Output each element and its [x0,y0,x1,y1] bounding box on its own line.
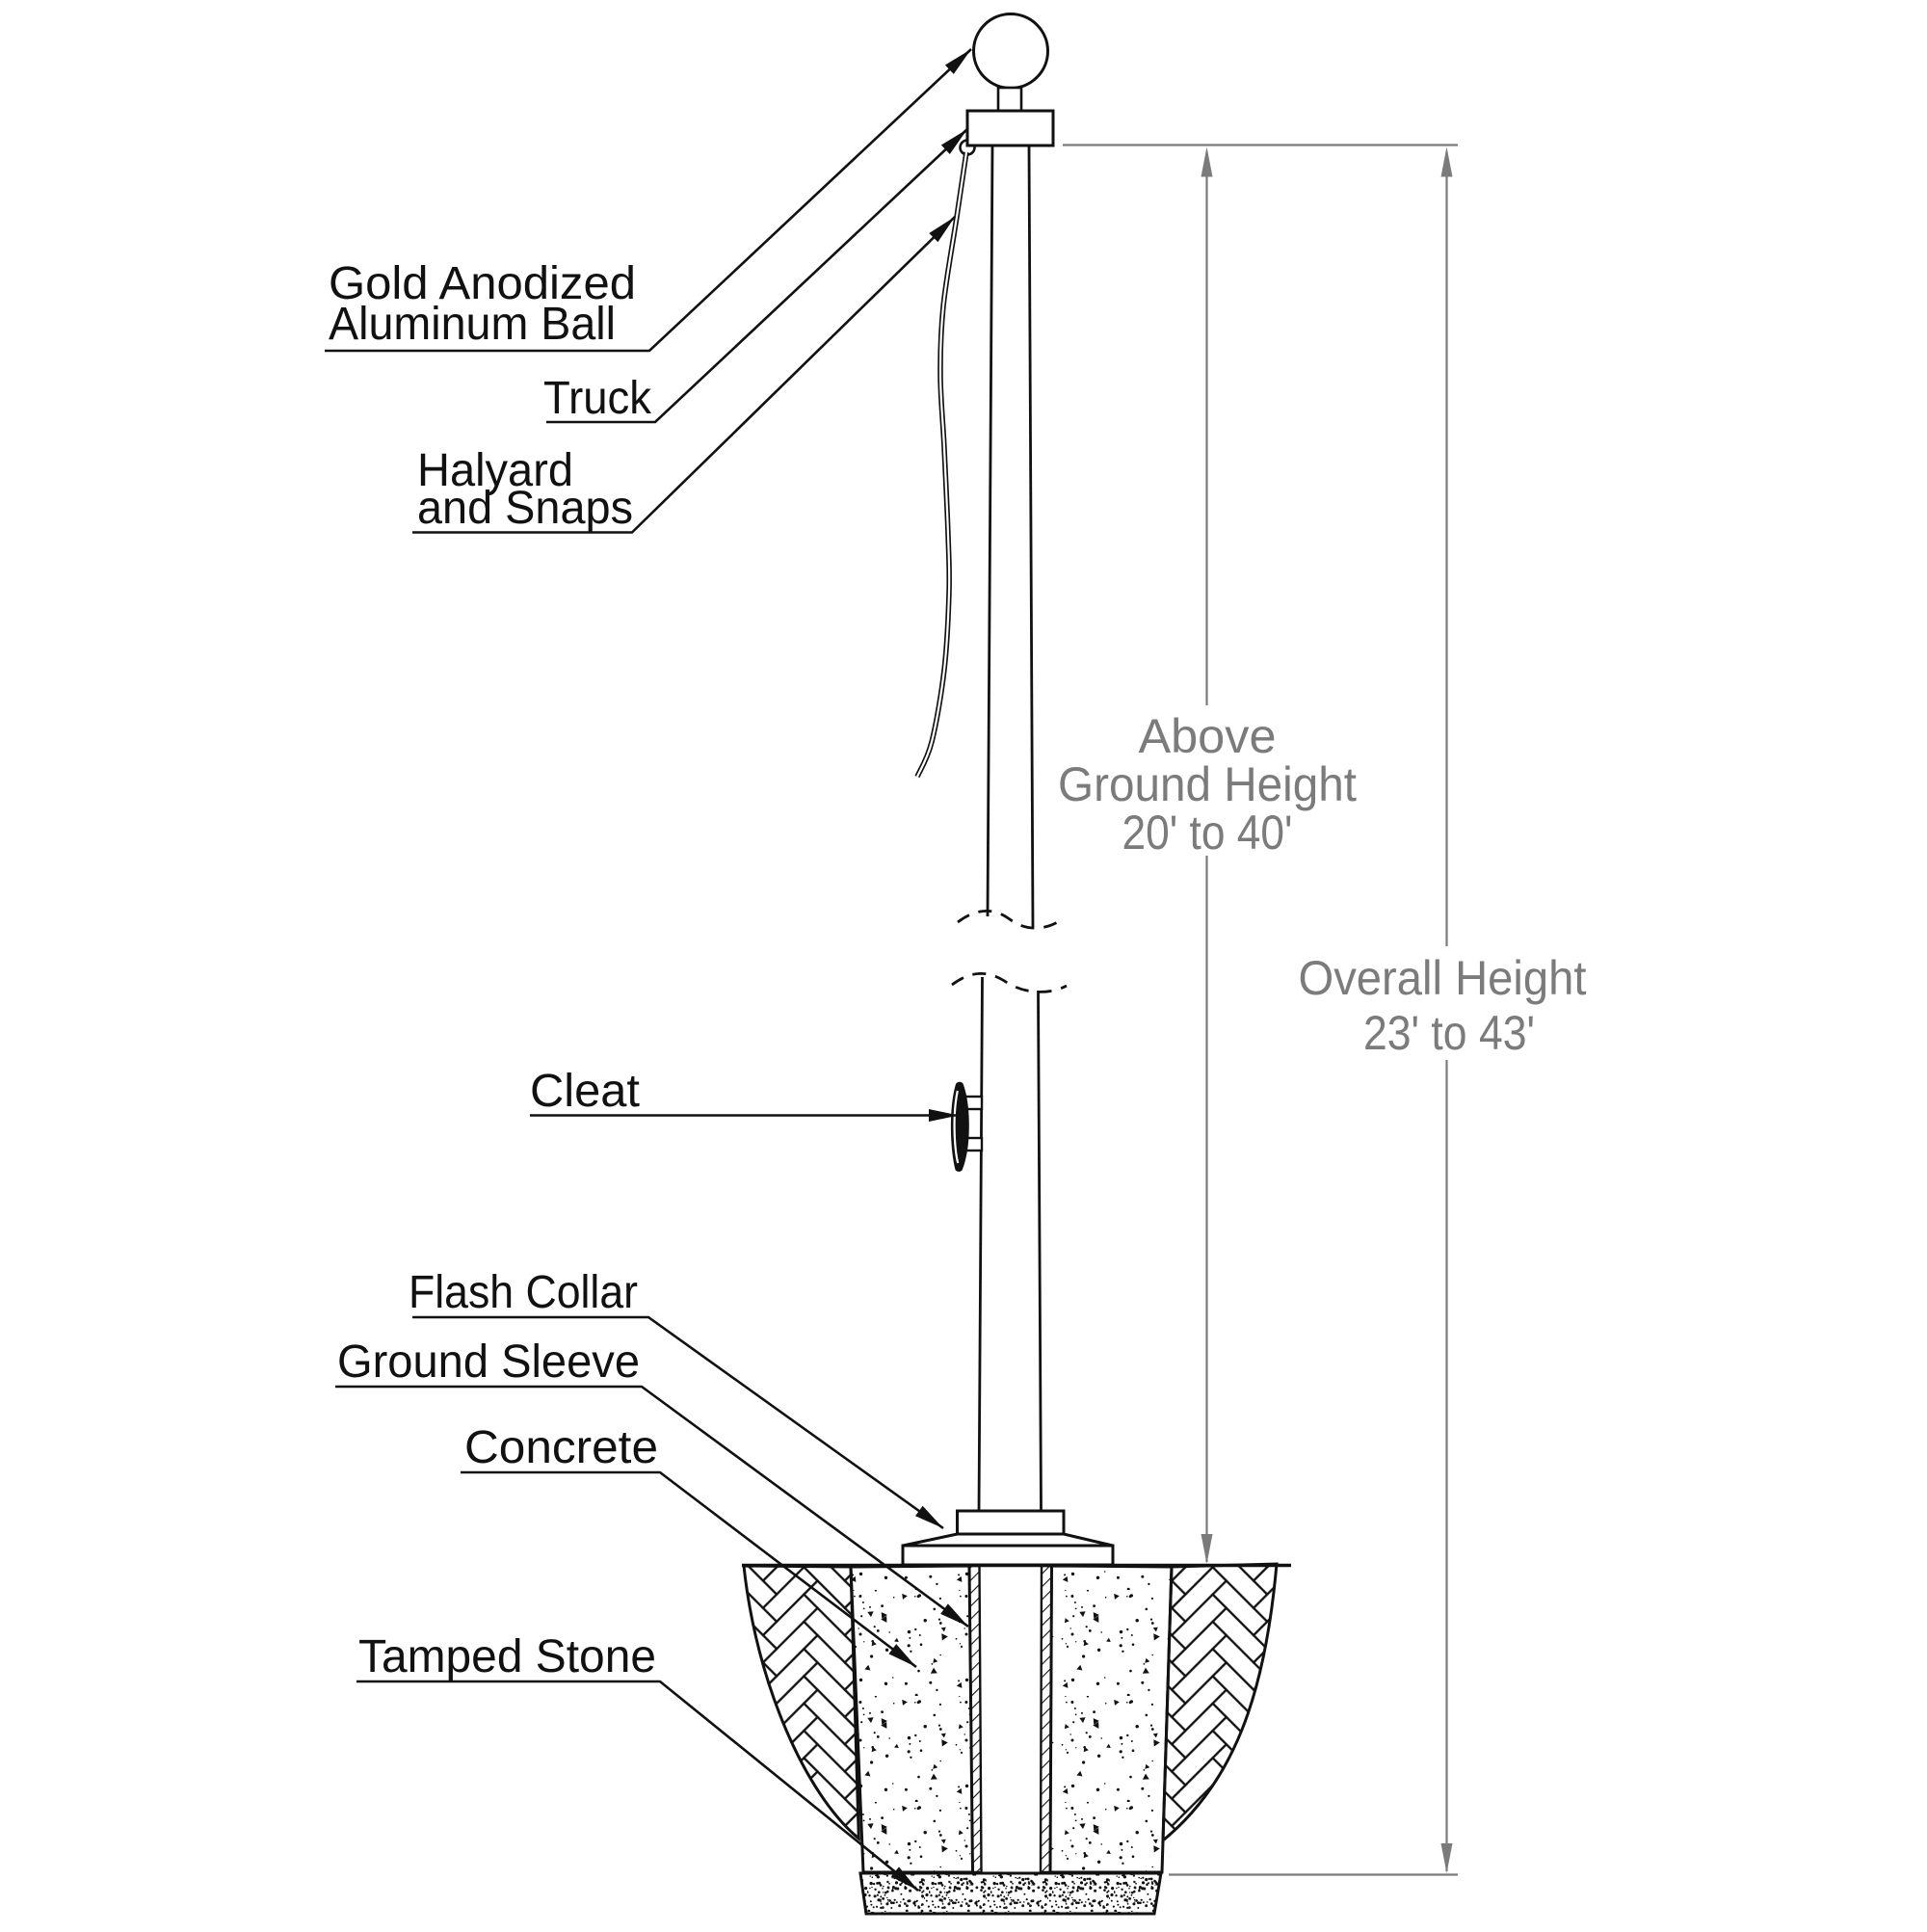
svg-text:Concrete: Concrete [464,1421,658,1473]
svg-text:Flash Collar: Flash Collar [409,1266,638,1318]
svg-text:Ground Sleeve: Ground Sleeve [337,1336,640,1388]
svg-text:Halyard: Halyard [417,444,573,496]
svg-text:20' to 40': 20' to 40' [1122,806,1293,860]
svg-text:and Snaps: and Snaps [417,482,633,534]
svg-text:Truck: Truck [543,372,652,424]
svg-text:Above: Above [1139,709,1277,763]
svg-text:Tamped Stone: Tamped Stone [358,1630,656,1682]
svg-text:23' to 43': 23' to 43' [1363,1006,1535,1060]
svg-text:Ground Height: Ground Height [1058,757,1357,811]
svg-text:Overall Height: Overall Height [1299,951,1587,1005]
svg-text:Gold Anodized: Gold Anodized [329,257,636,309]
svg-text:Cleat: Cleat [530,1065,641,1117]
svg-text:Aluminum Ball: Aluminum Ball [329,298,616,350]
